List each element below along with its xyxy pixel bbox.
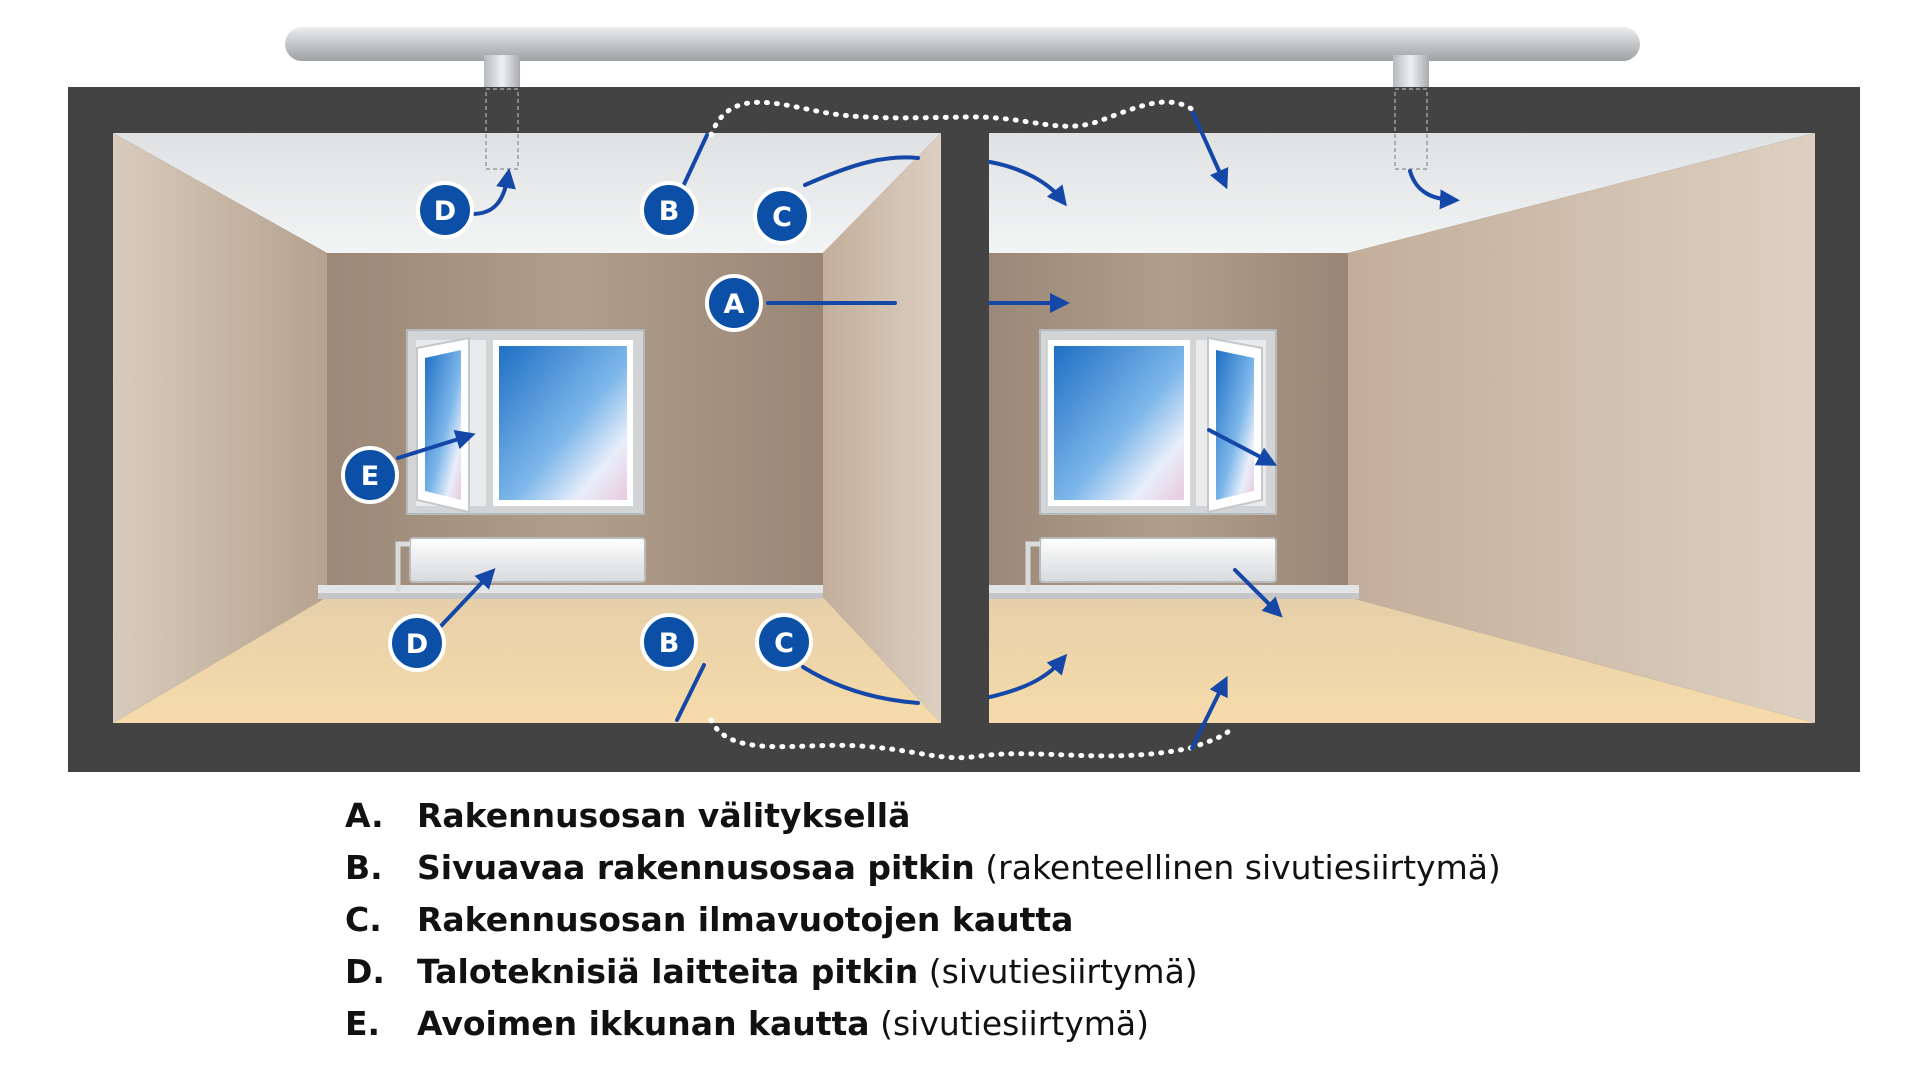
badge-c-top: C xyxy=(753,187,811,245)
legend-note: (rakenteellinen sivutiesiirtymä) xyxy=(985,848,1501,887)
svg-text:B: B xyxy=(659,628,680,659)
legend-note: (sivutiesiirtymä) xyxy=(928,952,1198,991)
room-right xyxy=(989,133,1815,723)
legend-key: A. xyxy=(345,796,384,835)
legend-main: Sivuavaa rakennusosaa pitkin xyxy=(417,848,975,887)
legend-main: Avoimen ikkunan kautta xyxy=(417,1004,870,1043)
legend-item-d: D. Taloteknisiä laitteita pitkin (sivutie… xyxy=(345,946,1501,998)
room-left xyxy=(113,133,941,723)
legend: A. Rakennusosan välityksellä B. Sivuavaa r… xyxy=(345,790,1501,1050)
legend-item-a: A. Rakennusosan välityksellä xyxy=(345,790,1501,842)
legend-note: (sivutiesiirtymä) xyxy=(880,1004,1149,1043)
legend-key: E. xyxy=(345,1004,381,1043)
svg-text:D: D xyxy=(406,629,428,660)
svg-text:D: D xyxy=(434,196,456,227)
badge-d-top: D xyxy=(416,181,474,239)
svg-text:C: C xyxy=(774,628,794,659)
legend-main: Rakennusosan välityksellä xyxy=(417,796,911,835)
legend-key: D. xyxy=(345,952,385,991)
window-right xyxy=(1039,329,1277,515)
window-left xyxy=(406,329,645,515)
legend-item-e: E. Avoimen ikkunan kautta (sivutiesiirtym… xyxy=(345,998,1501,1050)
legend-item-c: C. Rakennusosan ilmavuotojen kautta xyxy=(345,894,1501,946)
svg-text:B: B xyxy=(659,196,680,227)
svg-text:C: C xyxy=(772,202,792,233)
badge-e: E xyxy=(341,446,399,504)
legend-key: C. xyxy=(345,900,382,939)
badge-b-bottom: B xyxy=(640,613,698,671)
badge-d-bottom: D xyxy=(388,614,446,672)
badge-b-top: B xyxy=(640,181,698,239)
svg-text:E: E xyxy=(361,461,379,492)
dividing-wall xyxy=(941,133,989,723)
legend-main: Taloteknisiä laitteita pitkin xyxy=(417,952,919,991)
badge-c-bottom: C xyxy=(755,613,813,671)
svg-text:A: A xyxy=(724,289,745,320)
sound-transmission-diagram: A B C D E D B C xyxy=(68,27,1860,772)
legend-main: Rakennusosan ilmavuotojen kautta xyxy=(417,900,1074,939)
radiator-right xyxy=(1025,537,1277,592)
legend-key: B. xyxy=(345,848,383,887)
ventilation-duct xyxy=(285,27,1640,89)
legend-item-b: B. Sivuavaa rakennusosaa pitkin (rakentee… xyxy=(345,842,1501,894)
badge-a: A xyxy=(705,274,763,332)
radiator-left xyxy=(395,537,646,592)
transmission-arrows xyxy=(396,111,1460,750)
